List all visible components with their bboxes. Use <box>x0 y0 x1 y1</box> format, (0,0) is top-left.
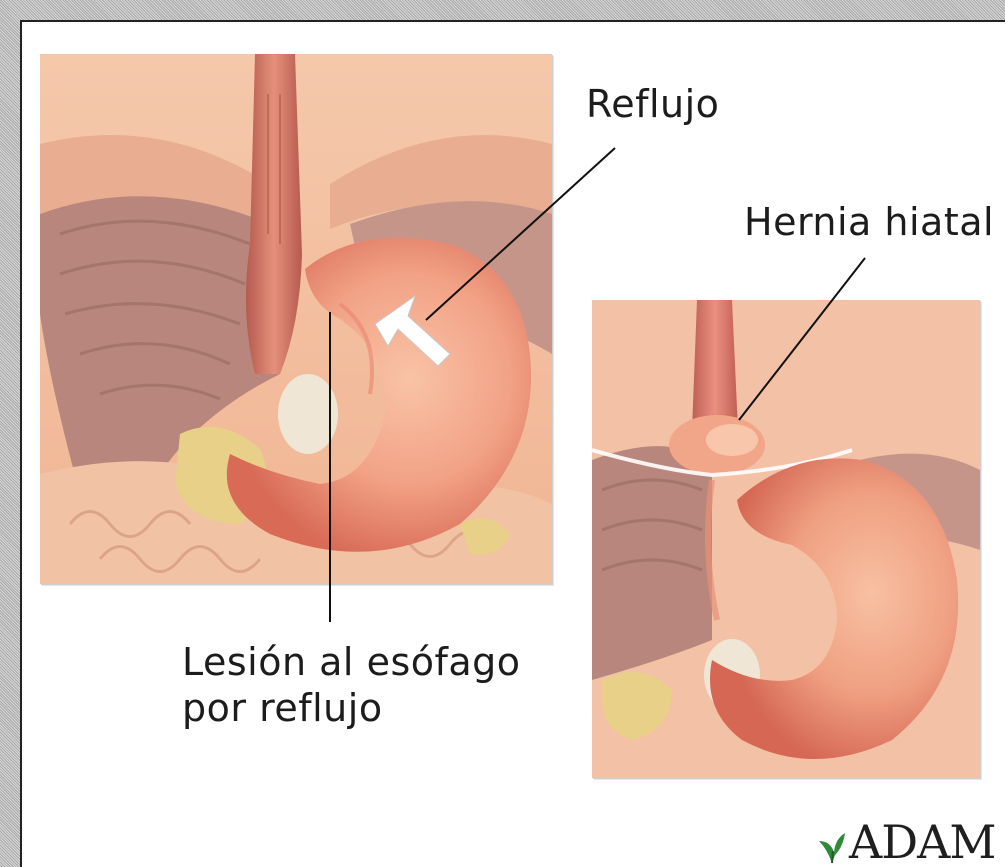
logo-text: ADAM <box>849 819 995 865</box>
leaf-icon <box>817 831 847 865</box>
hiatal-hernia-illustration <box>592 300 980 778</box>
reflux-illustration <box>40 54 552 584</box>
label-lesion-line2: por reflujo <box>182 686 383 730</box>
label-hernia-hiatal: Hernia hiatal <box>744 200 994 244</box>
adam-logo: ADAM <box>817 819 995 865</box>
label-reflujo: Reflujo <box>586 82 719 126</box>
label-lesion-line1: Lesión al esófago <box>182 640 521 684</box>
illustration-frame: Reflujo Hernia hiatal Lesión al esófago … <box>20 20 1005 867</box>
